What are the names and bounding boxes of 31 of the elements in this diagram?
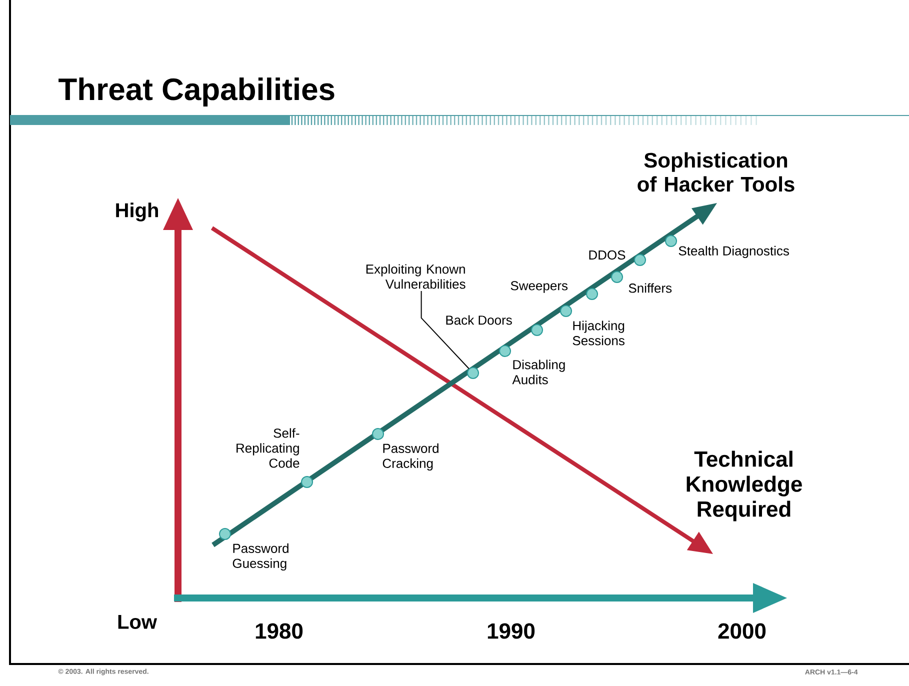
timeline-dot [560,305,572,317]
year-label: 1980 [256,623,303,639]
axis-label: Low [118,615,158,629]
leader-line [420,290,470,370]
axis-title: Sophistication of Hacker Tools [638,152,794,192]
event-label: Back Doors [446,315,512,325]
timeline-dot [301,476,313,488]
event-label: DDOS [589,250,626,260]
timeline-dot [467,367,479,379]
event-label: Password Cracking [382,443,438,471]
event-label: Hijacking Sessions [572,320,624,346]
timeline-dot [586,288,598,300]
event-label: Sniffers [628,283,672,293]
event-label: Sweepers [510,281,568,293]
event-label: Exploiting Known Vulnerabilities [366,264,466,289]
timeline-dot [665,235,677,247]
axis-label: High [116,202,158,222]
timeline-dot [634,254,646,266]
timeline-dot [531,324,543,336]
timeline-dot [611,271,623,283]
timeline-dot [219,528,231,540]
event-label: Stealth Diagnostics [678,246,789,258]
year-label: 2000 [718,623,766,639]
slide-title: Threat Capabilities [58,78,334,106]
axis-title: Technical Knowledge Required [686,450,802,522]
event-label: Password Guessing [232,543,288,571]
timeline-dot [499,345,511,357]
event-label: Disabling Audits [512,360,565,384]
timeline-dot [372,428,384,440]
event-label: Self-Replicating Code [236,428,300,468]
year-label: 1990 [488,623,535,639]
